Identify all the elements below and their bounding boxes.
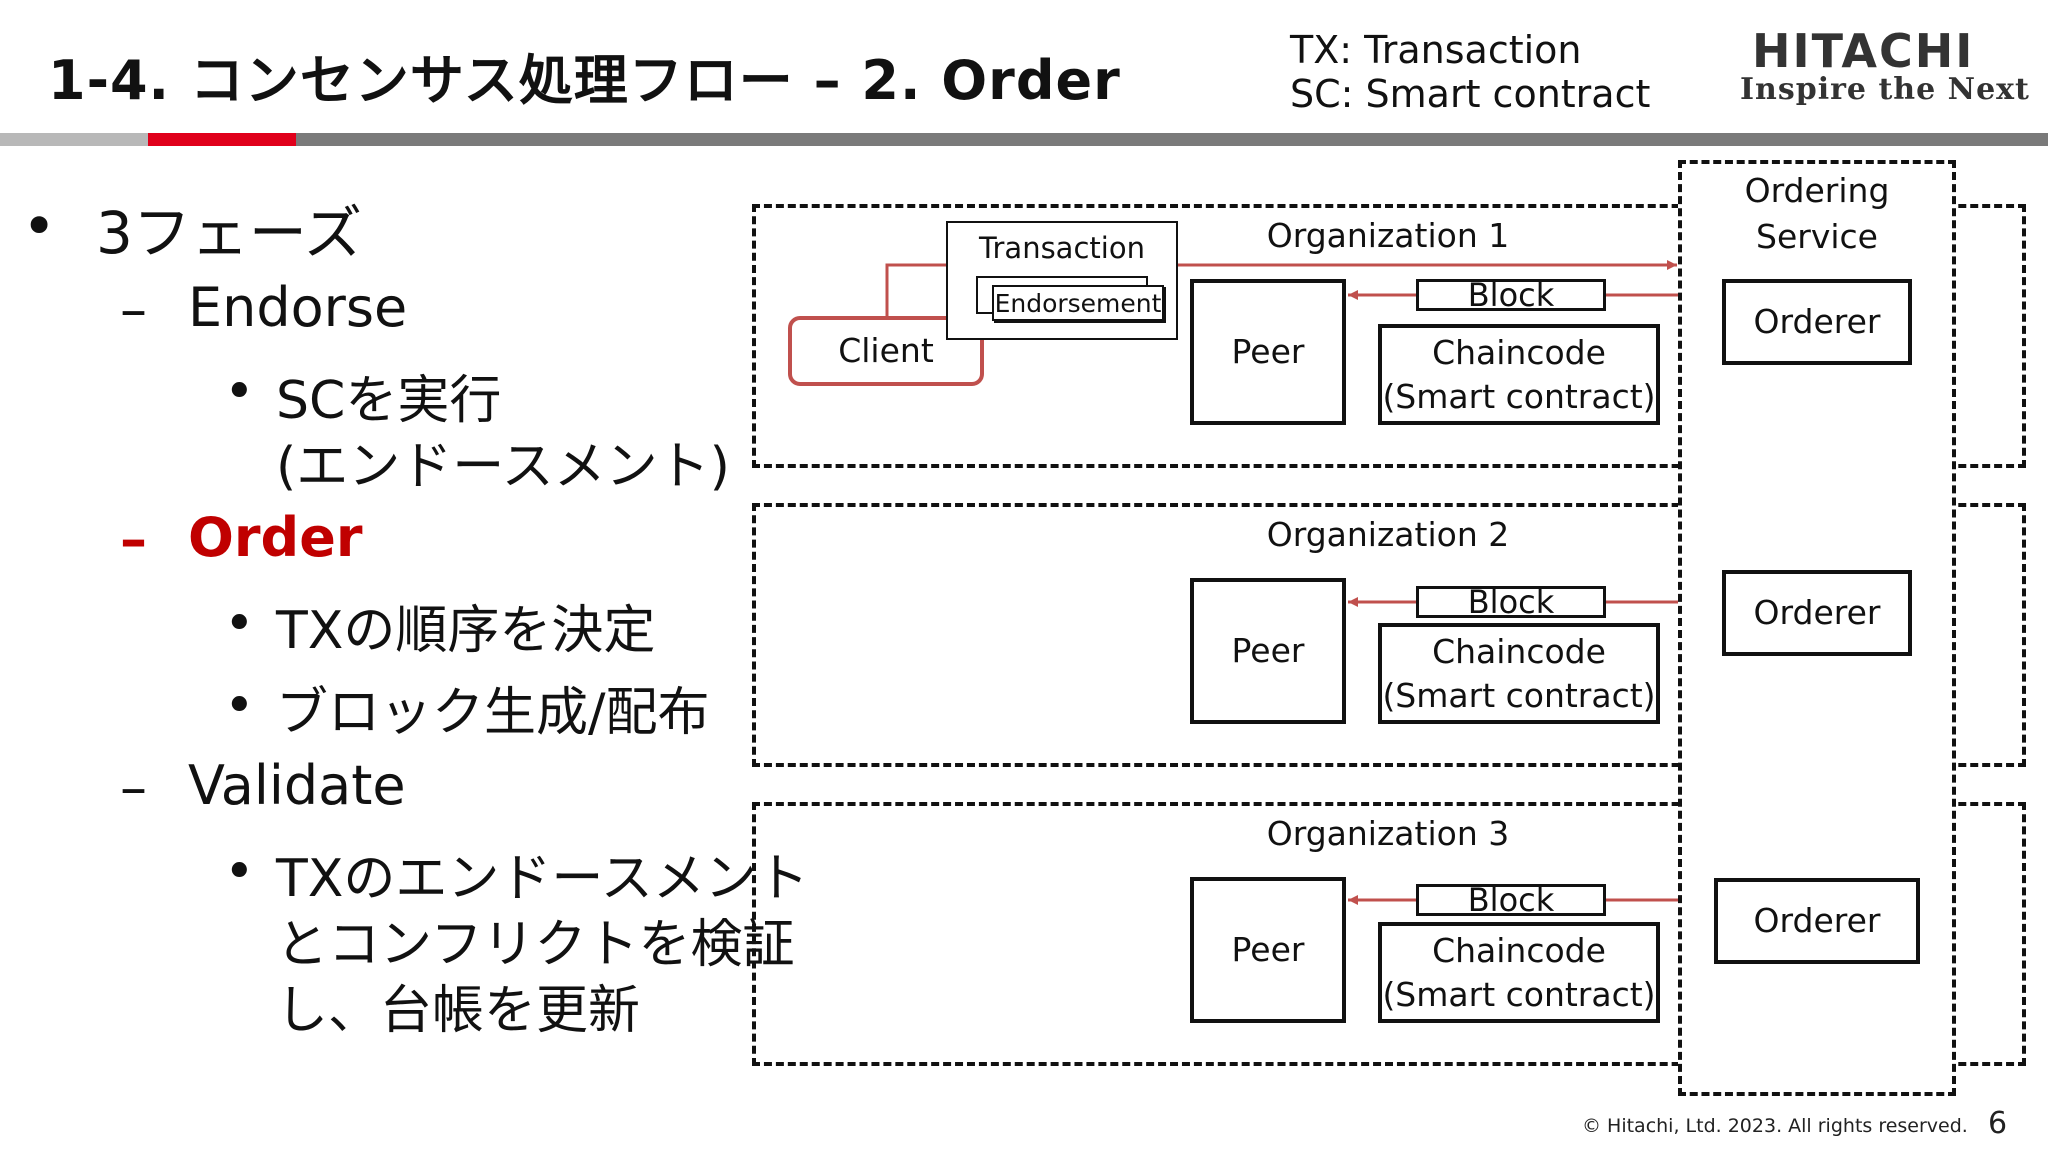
legend-tx: TX: Transaction — [1290, 28, 1582, 72]
peer-2-label: Peer — [1231, 631, 1305, 670]
peer-3-label: Peer — [1231, 930, 1305, 969]
bullet-dot-icon: • — [22, 192, 57, 260]
peer-1: Peer — [1190, 279, 1346, 425]
header-divider-left — [0, 133, 148, 146]
ordering-service-label-line1: Ordering — [1744, 171, 1890, 210]
endorsement-card: Endorsement — [992, 285, 1164, 321]
hitachi-tagline: Inspire the Next — [1740, 72, 2030, 107]
bullet-dot-icon: • — [224, 594, 255, 654]
block-3-label: Block — [1467, 881, 1555, 919]
dash-icon: – — [120, 278, 147, 341]
bullet-endorse-sub2: (エンドースメント) — [276, 437, 730, 497]
copyright: © Hitachi, Ltd. 2023. All rights reserve… — [1582, 1115, 1968, 1137]
block-2: Block — [1416, 586, 1606, 618]
orderer-2: Orderer — [1722, 570, 1912, 656]
bullet-validate-sub2: とコンフリクトを検証 — [276, 915, 795, 975]
bullet-validate-sub3: し、台帳を更新 — [276, 981, 641, 1041]
bullet-dot-icon: • — [224, 676, 255, 736]
transaction-box: Transaction Endorsement — [946, 221, 1178, 340]
abbreviation-legend: TX: Transaction SC: Smart contract — [1290, 28, 1650, 116]
chaincode-1-line2: (Smart contract) — [1382, 376, 1656, 416]
ordering-service-label-line2: Service — [1756, 217, 1878, 256]
organization-1-box — [752, 204, 2026, 468]
page-number: 6 — [1988, 1106, 2008, 1141]
organization-2-box — [752, 503, 2026, 767]
bullet-endorse: Endorse — [188, 276, 408, 339]
chaincode-2: Chaincode(Smart contract) — [1378, 623, 1660, 724]
bullet-validate-sub1: TXのエンドースメント — [276, 849, 809, 909]
bullet-endorse-sub1: SCを実行 — [276, 371, 502, 431]
client-label: Client — [838, 331, 934, 370]
organization-3-label: Organization 3 — [1266, 814, 1510, 853]
organization-2-label: Organization 2 — [1266, 515, 1510, 554]
chaincode-1-line1: Chaincode — [1432, 332, 1606, 372]
dash-icon: – — [120, 756, 147, 819]
organization-1-label: Organization 1 — [1266, 216, 1510, 255]
block-3: Block — [1416, 884, 1606, 916]
bullet-validate: Validate — [188, 754, 406, 817]
chaincode-1: Chaincode(Smart contract) — [1378, 324, 1660, 425]
transaction-label: Transaction — [979, 231, 1145, 265]
block-2-label: Block — [1467, 583, 1555, 621]
bullet-phases: 3フェーズ — [96, 199, 363, 267]
chaincode-3: Chaincode(Smart contract) — [1378, 922, 1660, 1023]
orderer-2-label: Orderer — [1753, 593, 1881, 632]
bullet-order: Order — [188, 506, 363, 569]
organization-3-box — [752, 802, 2026, 1066]
transaction-arrow — [885, 260, 1677, 316]
header-divider-accent — [148, 133, 296, 146]
peer-2: Peer — [1190, 578, 1346, 724]
peer-3: Peer — [1190, 877, 1346, 1023]
page-title: 1-4. コンセンサス処理フロー – 2. Order — [48, 49, 1121, 112]
orderer-1-label: Orderer — [1753, 302, 1881, 341]
bullet-order-sub2: ブロック生成/配布 — [276, 683, 710, 743]
block-1-label: Block — [1467, 276, 1555, 314]
chaincode-2-line2: (Smart contract) — [1382, 675, 1656, 715]
block-1: Block — [1416, 279, 1606, 311]
orderer-3-label: Orderer — [1753, 901, 1881, 940]
legend-sc: SC: Smart contract — [1290, 72, 1651, 116]
bullet-dot-icon: • — [224, 362, 255, 422]
chaincode-2-line1: Chaincode — [1432, 631, 1606, 671]
bullet-dot-icon: • — [224, 842, 255, 902]
chaincode-3-line2: (Smart contract) — [1382, 974, 1656, 1014]
orderer-3: Orderer — [1714, 878, 1920, 964]
client-box: Client — [788, 316, 984, 386]
header-divider — [0, 133, 2048, 146]
orderer-1: Orderer — [1722, 279, 1912, 365]
bullet-order-sub1: TXの順序を決定 — [276, 601, 656, 661]
dash-icon: – — [120, 508, 147, 571]
ordering-service-label: Ordering Service — [1678, 168, 1956, 260]
chaincode-3-line1: Chaincode — [1432, 930, 1606, 970]
hitachi-logo: HITACHI — [1752, 24, 1975, 78]
peer-1-label: Peer — [1231, 332, 1305, 371]
